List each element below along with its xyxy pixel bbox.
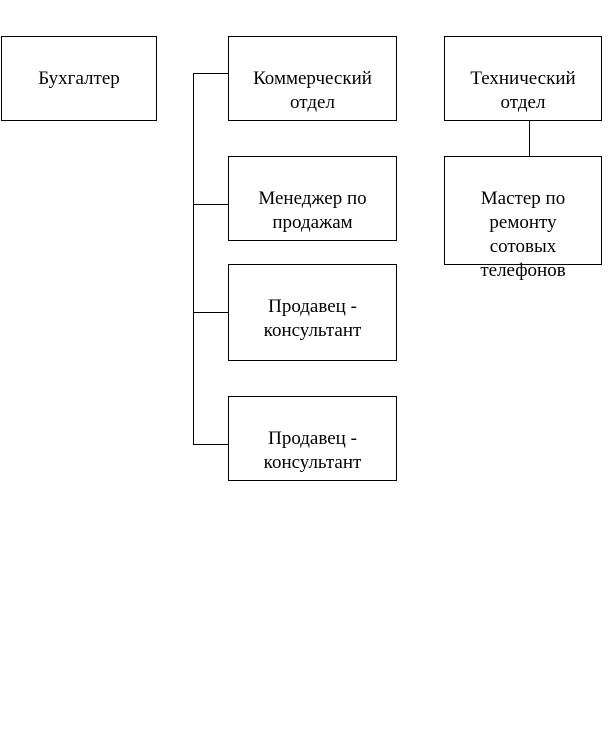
node-commercial-dept: Коммерческий отдел <box>228 36 397 121</box>
connector-commercial-spine <box>193 73 194 445</box>
node-accountant-label: Бухгалтер <box>38 68 120 89</box>
node-sales-consultant-2-label: Продавец - консультант <box>263 428 362 473</box>
node-technical-dept: Технический отдел <box>444 36 602 121</box>
connector-to-sales-consultant-1 <box>193 312 228 313</box>
connector-technical-to-master <box>529 121 530 156</box>
node-sales-consultant-1: Продавец - консультант <box>228 264 397 361</box>
node-commercial-dept-label: Коммерческий отдел <box>253 68 372 113</box>
connector-to-sales-consultant-2 <box>193 444 228 445</box>
node-repair-master: Мастер по ремонту сотовых телефонов <box>444 156 602 281</box>
node-accountant: Бухгалтер <box>1 36 157 121</box>
connector-to-sales-manager <box>193 204 228 205</box>
node-sales-consultant-2: Продавец - консультант <box>228 396 397 481</box>
node-technical-dept-label: Технический отдел <box>470 68 576 113</box>
node-sales-consultant-1-label: Продавец - консультант <box>263 296 362 341</box>
node-sales-manager: Менеджер по продажам <box>228 156 397 241</box>
node-repair-master-label: Мастер по ремонту сотовых телефонов <box>480 188 566 281</box>
connector-to-commercial-dept <box>193 73 228 74</box>
node-sales-manager-label: Менеджер по продажам <box>258 188 367 233</box>
